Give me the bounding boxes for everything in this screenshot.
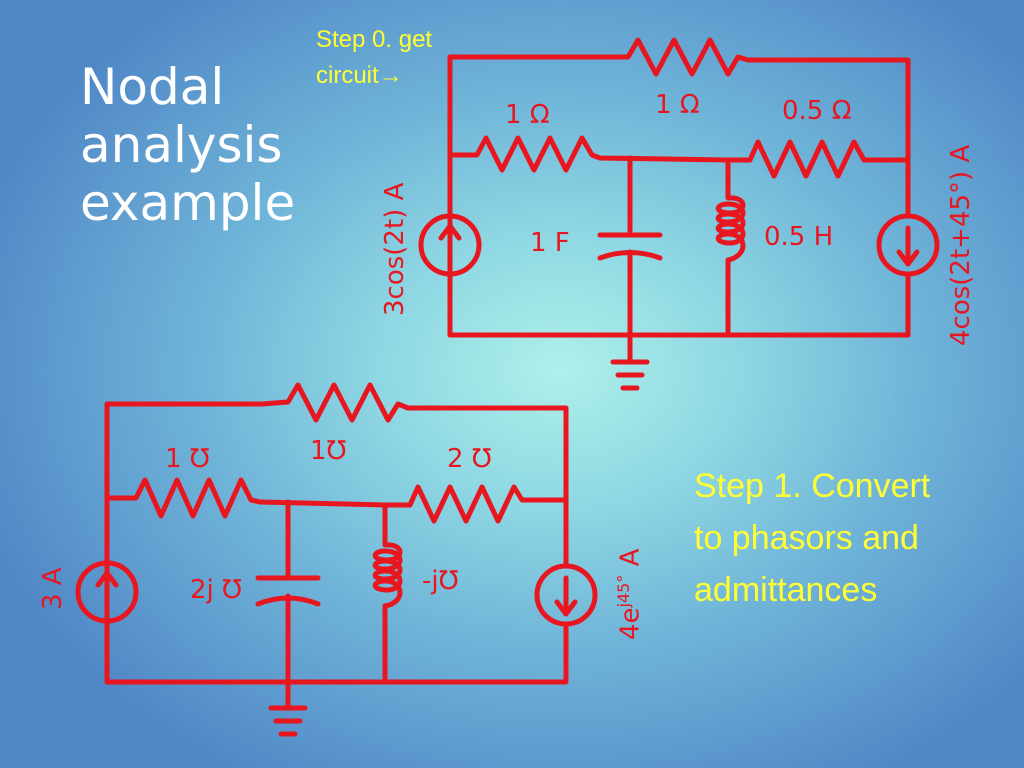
time-left-source-arrow [438, 223, 462, 265]
time-right-source-label: 4cos(2t+45°) A [946, 144, 976, 346]
time-top-resistor [597, 37, 911, 163]
step0-note: Step 0. get circuit→ [316, 22, 432, 94]
phasor-top-resistor [259, 382, 569, 503]
phasor-right-source-base: 4e [615, 607, 646, 640]
phasor-inductor-label: -j℧ [422, 566, 459, 596]
time-resistor-left-label: 1 Ω [505, 100, 550, 130]
time-right-source-arrow [896, 225, 920, 267]
step0-line-2: circuit→ [316, 62, 403, 89]
phasor-right-source-unit: A [615, 548, 646, 575]
step1-line-3: admittances [694, 571, 878, 609]
phasor-circuit [75, 382, 598, 737]
phasor-capacitor [255, 499, 321, 683]
time-domain-circuit [418, 37, 940, 391]
phasor-left-source [75, 560, 139, 624]
phasor-inductor [372, 502, 403, 683]
slide-title: Nodal analysis example [80, 58, 340, 232]
step1-note: Step 1. Convert to phasors and admittanc… [694, 460, 930, 616]
step1-line-2: to phasors and [694, 519, 919, 557]
title-line-3: example [80, 174, 296, 232]
time-inductor-label: 0.5 H [764, 222, 834, 252]
phasor-resistor-left-label: 1 ℧ [165, 444, 210, 474]
phasor-right-source-exponent: j45° [614, 574, 633, 608]
title-line-1: Nodal [80, 58, 225, 116]
phasor-left-source-arrow [95, 570, 119, 612]
phasor-capacitor-label: 2j ℧ [190, 575, 242, 605]
step0-line-1: Step 0. get [316, 26, 433, 53]
phasor-right-source [534, 563, 598, 627]
phasor-resistor-right-label: 2 ℧ [447, 444, 492, 474]
time-left-resistor [447, 135, 731, 173]
time-capacitor [597, 155, 663, 338]
phasor-left-source-label: 3 A [38, 567, 68, 610]
step1-line-1: Step 1. Convert [694, 467, 931, 505]
time-right-source [876, 213, 940, 277]
time-inductor [715, 157, 746, 338]
time-resistor-right-label: 0.5 Ω [782, 96, 852, 126]
phasor-resistor-top-label: 1℧ [310, 436, 347, 466]
time-resistor-top-label: 1 Ω [655, 90, 700, 120]
time-ground-symbol [610, 332, 650, 391]
phasor-right-resistor [382, 484, 569, 524]
phasor-right-source-arrow [554, 575, 578, 617]
phasor-left-resistor [104, 477, 388, 519]
phasor-ground-symbol [268, 679, 308, 737]
time-left-source [418, 213, 482, 277]
title-line-2: analysis [80, 116, 283, 174]
phasor-right-source-label: 4ej45° A [614, 549, 646, 640]
time-left-source-label: 3cos(2t) A [380, 182, 410, 316]
time-capacitor-label: 1 F [530, 228, 570, 258]
time-top-wire [447, 54, 603, 338]
time-right-resistor [725, 139, 911, 179]
